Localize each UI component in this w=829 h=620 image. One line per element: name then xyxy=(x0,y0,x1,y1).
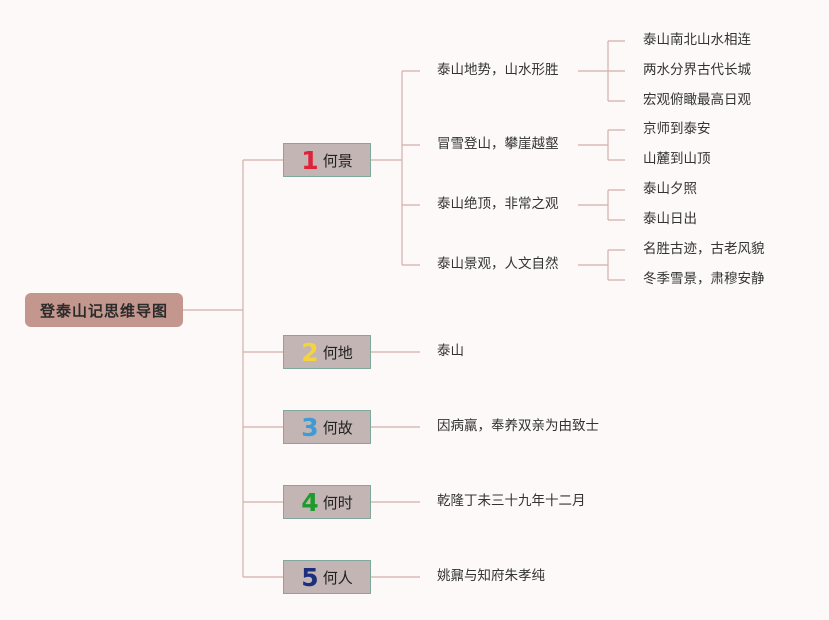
subtopic-summit: 泰山绝顶，非常之观 xyxy=(437,196,559,212)
detail-item: 泰山南北山水相连 xyxy=(643,32,751,48)
branch-node-3: 3 何故 xyxy=(283,410,371,444)
detail-item: 京师到泰安 xyxy=(643,121,711,137)
branch-label: 何故 xyxy=(322,418,353,437)
detail-item: 宏观俯瞰最高日观 xyxy=(643,92,751,108)
answer-where: 泰山 xyxy=(437,343,464,359)
number-icon-3: 3 xyxy=(301,412,319,442)
answer-who: 姚鼐与知府朱孝纯 xyxy=(437,568,545,584)
number-icon-4: 4 xyxy=(301,487,319,517)
detail-item: 两水分界古代长城 xyxy=(643,62,751,78)
branch-label: 何时 xyxy=(322,493,353,512)
number-icon-1: 1 xyxy=(301,145,319,175)
detail-item: 名胜古迹，古老风貌 xyxy=(643,241,765,257)
branch-label: 何人 xyxy=(322,568,353,587)
branch-node-4: 4 何时 xyxy=(283,485,371,519)
detail-item: 泰山夕照 xyxy=(643,181,697,197)
branch-node-1: 1 何景 xyxy=(283,143,371,177)
number-icon-2: 2 xyxy=(301,337,319,367)
answer-why: 因病羸，奉养双亲为由致士 xyxy=(437,418,599,434)
answer-when: 乾隆丁未三十九年十二月 xyxy=(437,493,586,509)
branch-node-5: 5 何人 xyxy=(283,560,371,594)
subtopic-climb: 冒雪登山，攀崖越壑 xyxy=(437,136,559,152)
detail-item: 冬季雪景，肃穆安静 xyxy=(643,271,765,287)
subtopic-terrain: 泰山地势，山水形胜 xyxy=(437,62,559,78)
root-node: 登泰山记思维导图 xyxy=(25,293,183,327)
branch-label: 何地 xyxy=(322,343,353,362)
detail-item: 泰山日出 xyxy=(643,211,697,227)
subtopic-landscape: 泰山景观，人文自然 xyxy=(437,256,559,272)
number-icon-5: 5 xyxy=(301,562,319,592)
detail-item: 山麓到山顶 xyxy=(643,151,711,167)
branch-node-2: 2 何地 xyxy=(283,335,371,369)
branch-label: 何景 xyxy=(322,151,353,170)
